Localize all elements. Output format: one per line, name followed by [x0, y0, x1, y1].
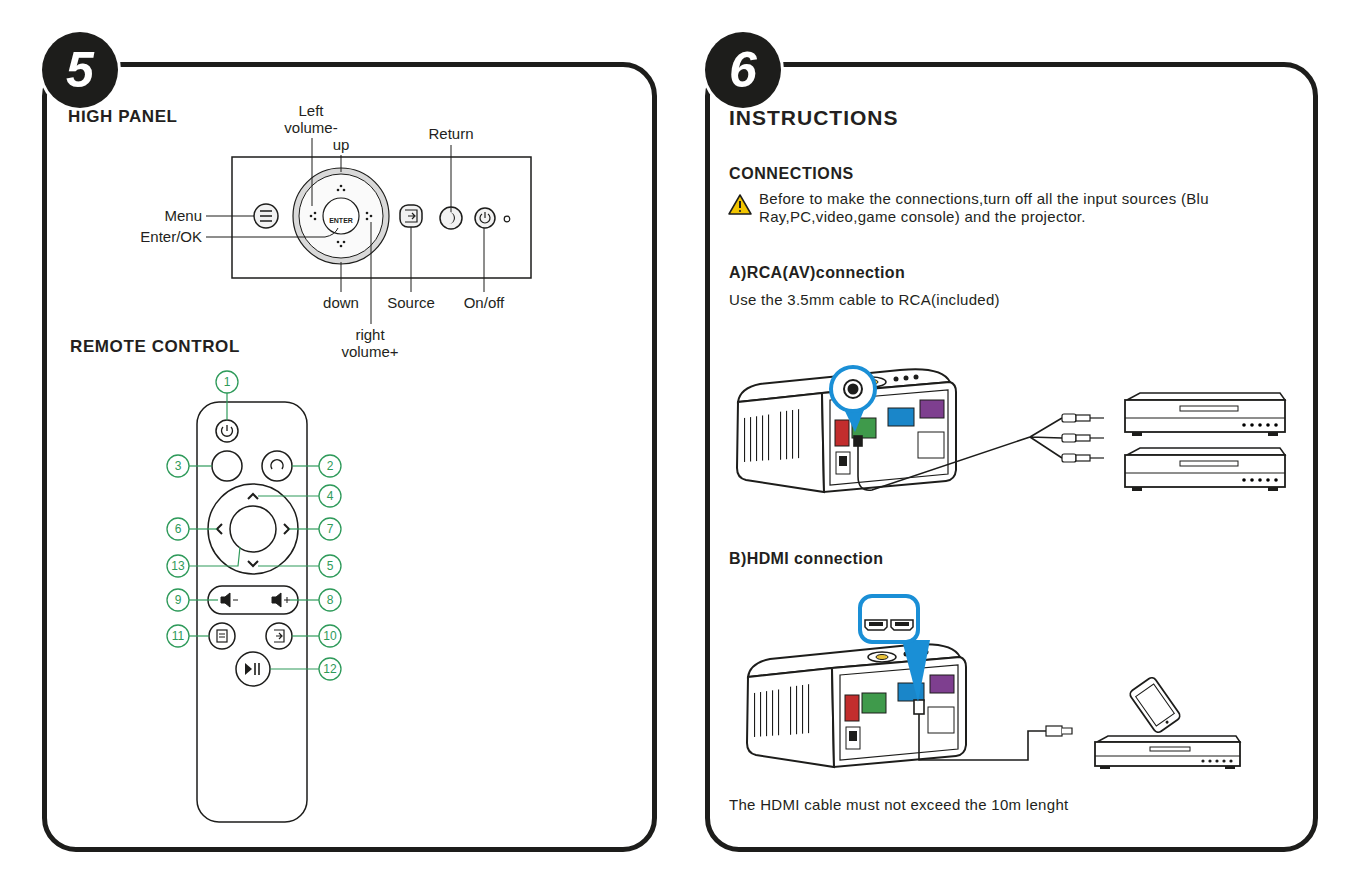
dvd-player: [1125, 448, 1285, 491]
callout-number: 2: [320, 459, 340, 473]
callout-number: 4: [320, 489, 340, 503]
control-panel: [232, 157, 531, 278]
page-number-badge: 6: [705, 32, 781, 108]
callout-number: 6: [168, 522, 188, 536]
button-label: Enter/OK: [112, 228, 202, 245]
callout-number: 10: [320, 629, 340, 643]
hdmi-cable: [914, 700, 1072, 760]
callout-number: 13: [168, 559, 188, 573]
callout-circle: [167, 371, 341, 680]
page-number-badge: 5: [42, 32, 118, 108]
manual-page-panel: INSTRUCTIONS CONNECTIONS Before to make th…: [705, 62, 1318, 852]
body-text: Use the 3.5mm cable to RCA(included): [729, 291, 1000, 309]
section-heading: REMOTE CONTROL: [70, 337, 240, 357]
leader-line: [206, 138, 484, 324]
warning-icon: [729, 195, 751, 214]
button-label: Menu: [122, 207, 202, 224]
callout-number: 1: [217, 375, 237, 389]
section-heading: B)HDMI connection: [729, 549, 883, 568]
button-label: Return: [416, 125, 486, 142]
callout-leader: [189, 393, 319, 669]
page-number: 6: [729, 40, 757, 100]
projector: [747, 644, 966, 767]
dvd-player: [1095, 736, 1240, 769]
body-text: Before to make the connections,turn off …: [759, 190, 1229, 226]
smartphone: [1128, 676, 1181, 734]
callout-number: 12: [320, 662, 340, 676]
section-heading: CONNECTIONS: [729, 164, 854, 183]
button-label: down: [316, 294, 366, 311]
remote-control: [197, 402, 307, 822]
section-heading: INSTRUCTIONS: [729, 105, 899, 130]
callout-number: 3: [168, 459, 188, 473]
callout-number: 9: [168, 593, 188, 607]
callout-number: 11: [168, 629, 188, 643]
callout-number: 5: [320, 559, 340, 573]
manual-page-panel: HIGH PANEL REMOTE CONTROL 5: [42, 62, 657, 852]
section-heading: A)RCA(AV)connection: [729, 263, 905, 282]
body-text: The HDMI cable must not exceed the 10m l…: [729, 796, 1069, 814]
button-label: Source: [381, 294, 441, 311]
button-label: right volume+: [333, 326, 407, 360]
button-marking: ENTER: [327, 212, 355, 229]
button-label: up: [326, 136, 356, 153]
page-number: 5: [66, 40, 94, 100]
callout-number: 8: [320, 593, 340, 607]
rca-cable: [854, 414, 1104, 490]
button-label: Left volume-: [275, 102, 347, 136]
hdmi-magnifier: [860, 596, 930, 702]
callout-number: 7: [320, 522, 340, 536]
dvd-player: [1125, 393, 1285, 436]
section-heading: HIGH PANEL: [68, 107, 178, 127]
jack-magnifier: [831, 367, 875, 432]
button-label: On/off: [454, 294, 514, 311]
